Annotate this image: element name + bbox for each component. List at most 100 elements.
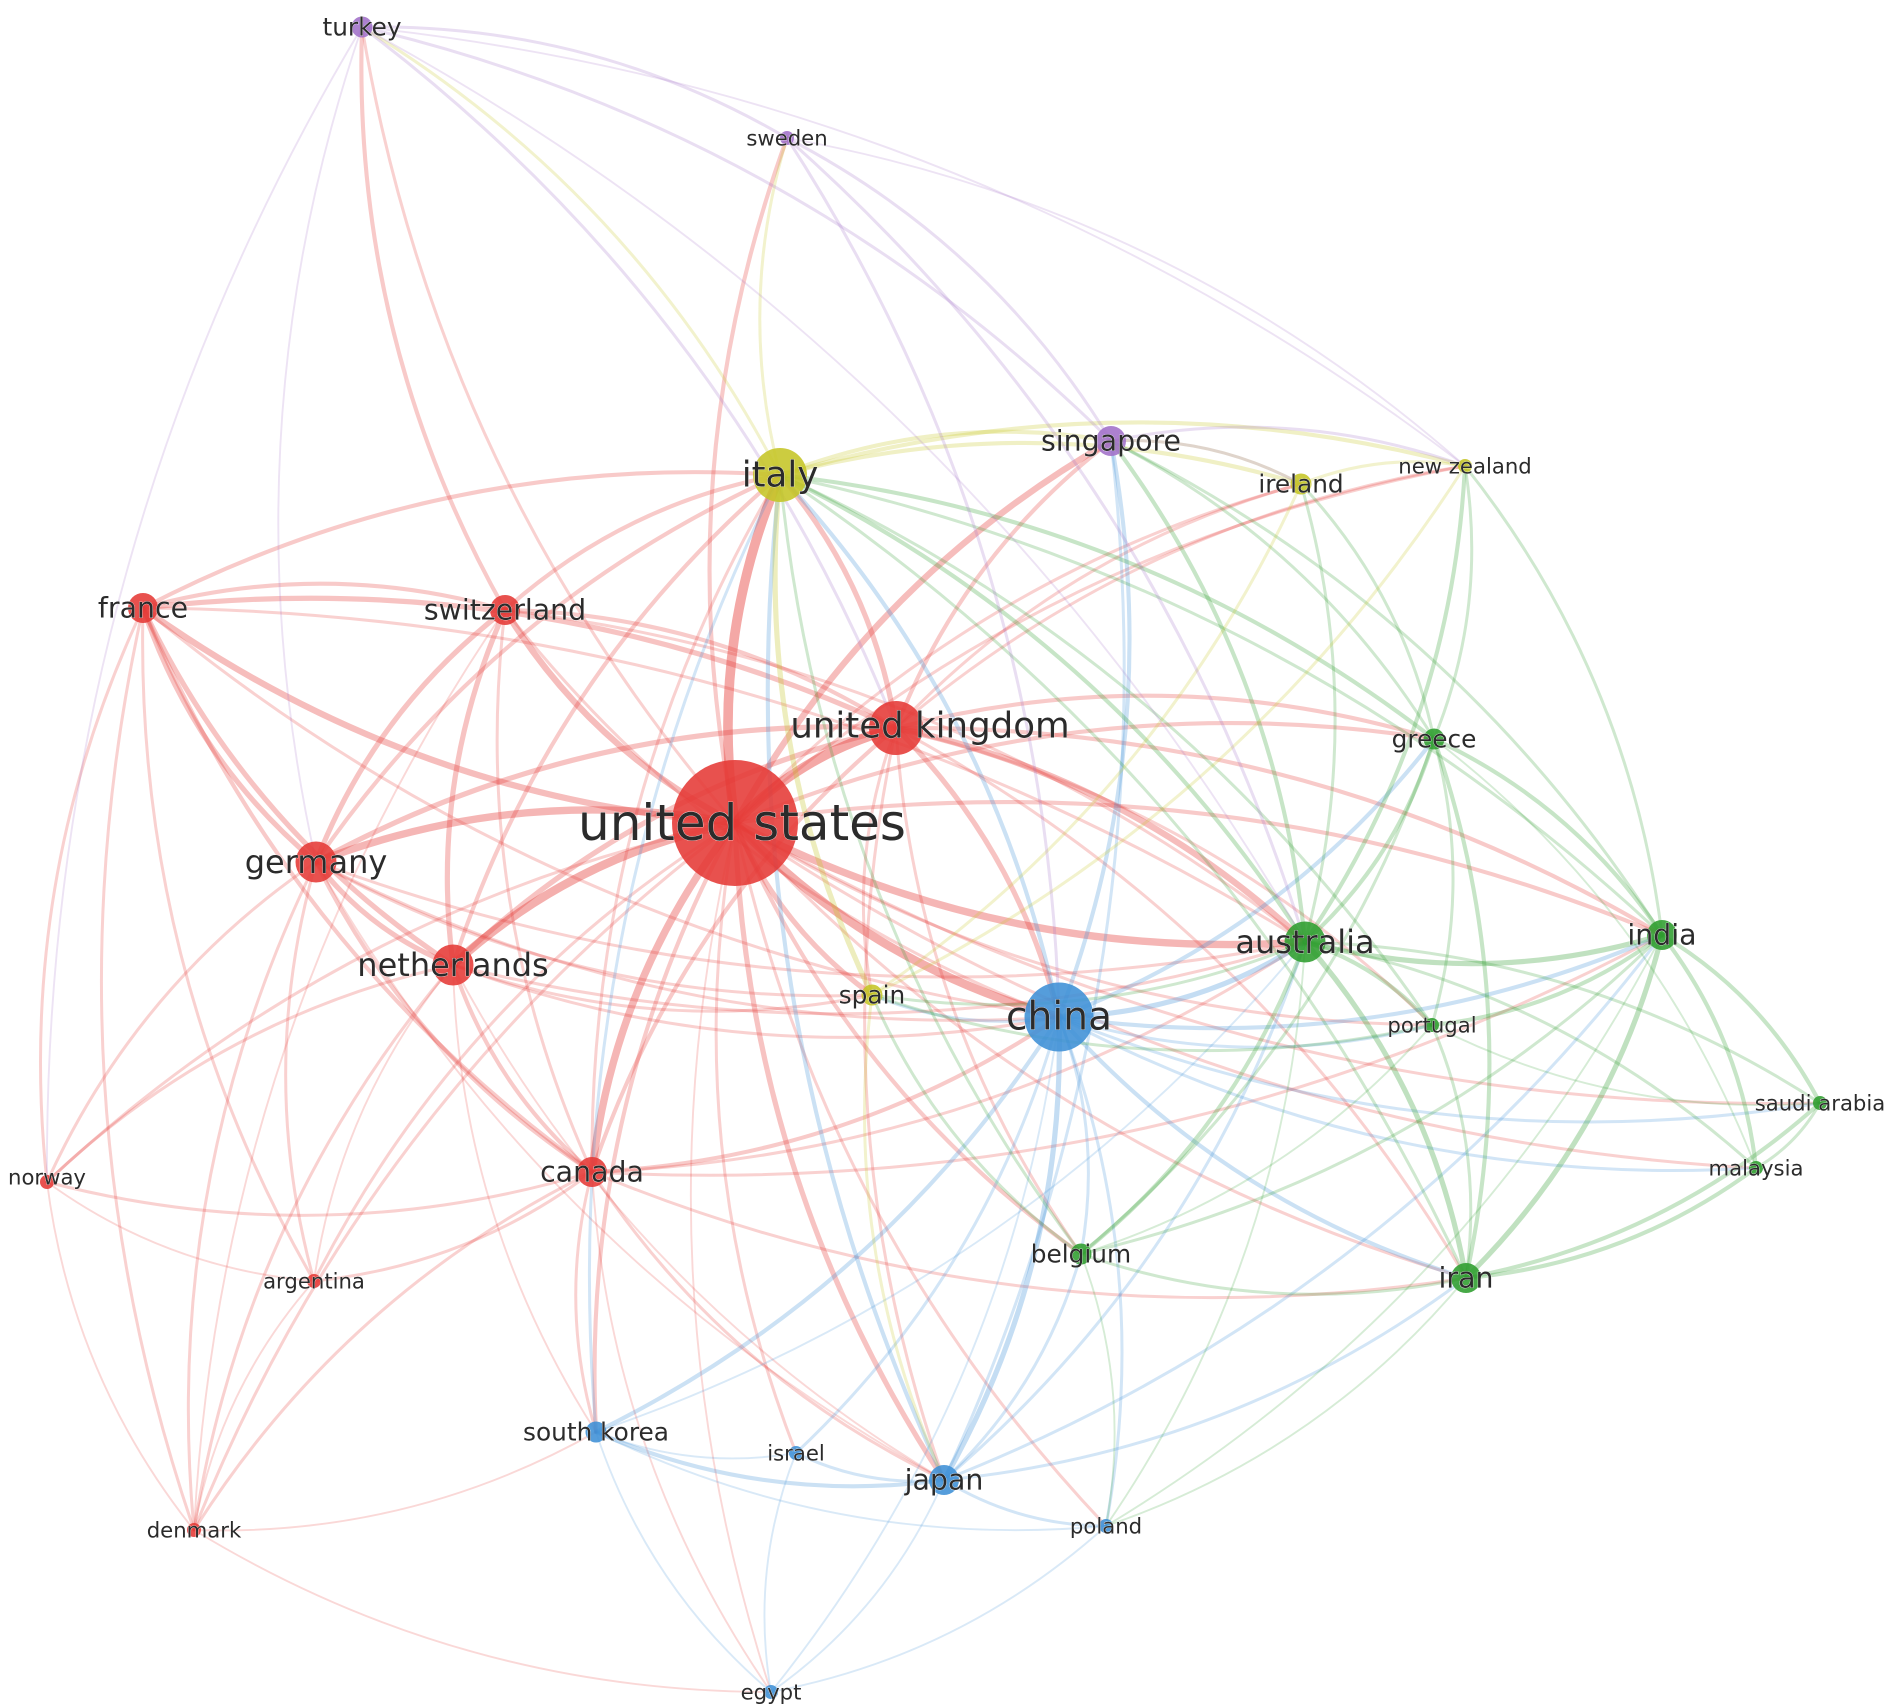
edge-france-argentina xyxy=(141,606,316,1283)
node-poland[interactable] xyxy=(1099,1519,1113,1533)
node-label-greece: greece xyxy=(1392,725,1477,754)
edge-united-kingdom-spain xyxy=(861,726,898,997)
edge-netherlands-south-korea xyxy=(452,964,597,1433)
node-singapore[interactable] xyxy=(1096,426,1126,456)
edge-japan-south-korea xyxy=(593,1429,947,1489)
edge-germany-france xyxy=(140,605,319,865)
edge-singapore-turkey xyxy=(360,25,1113,443)
edge-united-states-sweden xyxy=(707,135,790,826)
edge-greece-singapore xyxy=(1109,439,1436,741)
edge-germany-japan xyxy=(315,861,945,1481)
node-label-netherlands: netherlands xyxy=(357,946,548,984)
node-turkey[interactable] xyxy=(351,16,373,38)
edge-iran-poland xyxy=(1105,1277,1467,1527)
edge-switzerland-italy xyxy=(502,472,783,613)
edge-united-states-norway xyxy=(45,821,737,1184)
node-saudi-arabia[interactable] xyxy=(1813,1096,1827,1110)
edge-germany-netherlands xyxy=(313,859,456,968)
node-india[interactable] xyxy=(1647,920,1677,950)
node-label-united-kingdom: united kingdom xyxy=(790,706,1069,747)
node-united-states[interactable] xyxy=(672,760,798,886)
edge-ireland-new-zealand xyxy=(1299,460,1467,486)
edge-australia-spain xyxy=(870,940,1307,1007)
edge-italy-ireland xyxy=(777,440,1304,487)
node-belgium[interactable] xyxy=(1070,1243,1092,1265)
node-south-korea[interactable] xyxy=(585,1421,607,1443)
edge-japan-belgium xyxy=(942,1252,1083,1482)
edge-greece-new-zealand xyxy=(1432,464,1474,741)
edge-united-kingdom-germany xyxy=(313,724,899,865)
edge-japan-india xyxy=(942,933,1664,1482)
edge-south-korea-poland xyxy=(595,1431,1107,1532)
edge-turkey-united-kingdom xyxy=(360,25,898,730)
node-united-kingdom[interactable] xyxy=(869,701,923,755)
node-france[interactable] xyxy=(128,593,158,623)
edge-china-south-korea xyxy=(593,1014,1062,1435)
node-label-belgium: belgium xyxy=(1031,1240,1131,1269)
edge-united-kingdom-china xyxy=(893,725,1062,1020)
node-ireland[interactable] xyxy=(1290,473,1312,495)
edge-australia-saudi-arabia xyxy=(1303,940,1822,1105)
node-egypt[interactable] xyxy=(764,1685,778,1699)
node-italy[interactable] xyxy=(753,448,807,502)
edge-portugal-spain xyxy=(870,993,1434,1053)
node-australia[interactable] xyxy=(1284,921,1326,963)
edge-netherlands-australia xyxy=(451,940,1307,1016)
edge-spain-new-zealand xyxy=(870,464,1467,997)
node-switzerland[interactable] xyxy=(490,595,520,625)
edge-united-kingdom-canada xyxy=(589,725,899,1175)
node-greece[interactable] xyxy=(1423,728,1445,750)
node-label-germany: germany xyxy=(245,843,388,881)
network-edges xyxy=(38,24,1823,1693)
node-label-israel: israel xyxy=(767,1441,825,1466)
edge-india-portugal xyxy=(1429,932,1665,1028)
node-label-norway: norway xyxy=(8,1165,86,1190)
edge-australia-greece xyxy=(1302,736,1437,945)
edge-portugal-italy xyxy=(778,473,1434,1027)
node-portugal[interactable] xyxy=(1425,1018,1439,1032)
edge-australia-iran xyxy=(1302,939,1469,1281)
edge-japan-poland xyxy=(942,1478,1108,1528)
node-canada[interactable] xyxy=(577,1157,607,1187)
node-israel[interactable] xyxy=(789,1446,803,1460)
node-iran[interactable] xyxy=(1451,1263,1481,1293)
edge-germany-denmark xyxy=(186,860,318,1532)
node-sweden[interactable] xyxy=(780,131,794,145)
edge-netherlands-canada xyxy=(450,962,595,1175)
node-spain[interactable] xyxy=(861,984,883,1006)
edge-china-iran xyxy=(1056,1014,1469,1281)
edge-india-singapore xyxy=(1109,439,1664,937)
node-new-zealand[interactable] xyxy=(1458,459,1472,473)
edge-sweden-turkey xyxy=(360,25,789,140)
edge-india-greece xyxy=(1431,736,1665,938)
edge-india-iran xyxy=(1463,932,1665,1281)
edge-netherlands-norway xyxy=(45,963,455,1184)
edge-australia-malaysia xyxy=(1303,940,1758,1170)
node-label-denmark: denmark xyxy=(147,1518,242,1543)
edge-united-kingdom-iran xyxy=(894,726,1468,1280)
edge-belgium-poland xyxy=(1080,1253,1116,1527)
edge-japan-australia xyxy=(942,940,1307,1482)
node-norway[interactable] xyxy=(40,1175,54,1189)
edge-canada-india xyxy=(590,933,1664,1177)
node-netherlands[interactable] xyxy=(432,944,474,986)
edge-belgium-italy xyxy=(778,473,1083,1256)
node-label-australia: australia xyxy=(1235,923,1374,961)
edge-china-egypt xyxy=(770,1016,1060,1693)
node-label-france: france xyxy=(98,592,188,625)
edge-ireland-singapore xyxy=(1109,439,1303,486)
edge-germany-spain xyxy=(314,860,874,998)
node-malaysia[interactable] xyxy=(1749,1161,1763,1175)
edge-india-saudi-arabia xyxy=(1659,932,1823,1106)
edge-japan-italy xyxy=(765,472,947,1483)
node-japan[interactable] xyxy=(929,1465,959,1495)
node-germany[interactable] xyxy=(295,841,337,883)
edge-switzerland-denmark xyxy=(193,609,506,1531)
node-argentina[interactable] xyxy=(307,1274,321,1288)
node-china[interactable] xyxy=(1024,982,1094,1052)
edge-iran-saudi-arabia xyxy=(1463,1100,1823,1281)
node-denmark[interactable] xyxy=(187,1523,201,1537)
edge-france-china xyxy=(141,606,1061,1019)
edge-greece-italy xyxy=(777,472,1437,742)
